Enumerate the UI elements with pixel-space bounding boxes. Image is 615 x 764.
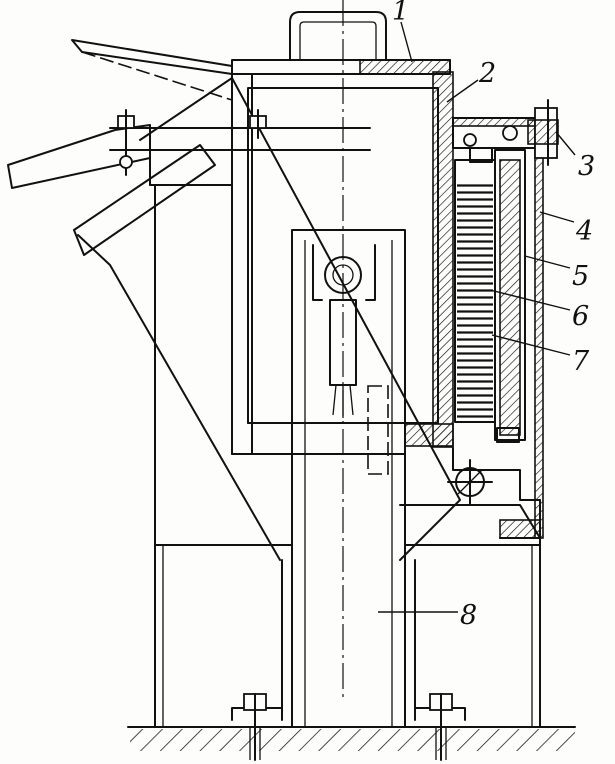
callout-4: 4 xyxy=(575,216,593,247)
support-column xyxy=(231,229,466,761)
callout-1: 1 xyxy=(392,0,409,27)
pivot-hook-assembly xyxy=(312,244,389,475)
inductor-core-and-coil xyxy=(454,147,526,443)
furnace-lid xyxy=(231,11,451,75)
callout-8: 8 xyxy=(460,600,477,631)
inductor-housing xyxy=(399,99,559,539)
callout-2: 2 xyxy=(478,58,496,89)
floor-ground xyxy=(127,726,576,751)
callout-labels: 1 2 3 4 5 6 7 8 xyxy=(392,0,595,631)
callout-6: 6 xyxy=(572,301,589,332)
callout-5: 5 xyxy=(572,261,589,292)
spout-tilted-position xyxy=(7,39,371,256)
crucible-body xyxy=(77,71,461,561)
callout-3: 3 xyxy=(578,151,595,182)
callout-7: 7 xyxy=(572,346,590,377)
leader-lines xyxy=(378,21,576,613)
center-mark-symbol xyxy=(447,459,493,505)
